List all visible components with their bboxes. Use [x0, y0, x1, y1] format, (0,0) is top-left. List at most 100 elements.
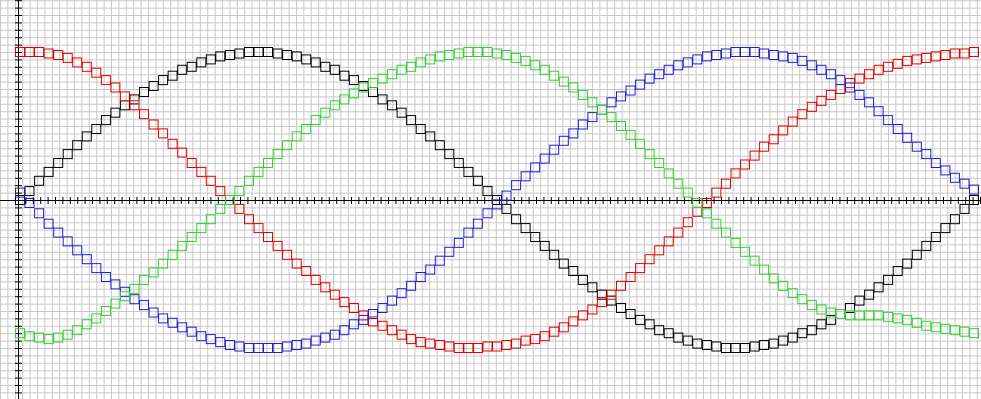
data-point	[100, 272, 111, 282]
data-point	[711, 218, 722, 229]
data-point	[644, 149, 655, 160]
data-point	[272, 240, 283, 251]
data-point	[577, 274, 588, 285]
data-point	[902, 132, 913, 143]
data-point	[806, 300, 817, 311]
data-point	[100, 115, 111, 126]
data-point	[940, 223, 951, 234]
data-point	[568, 316, 579, 327]
data-point	[530, 162, 541, 173]
data-point	[701, 198, 712, 208]
data-point	[558, 135, 569, 146]
data-point	[701, 208, 712, 219]
data-point	[930, 158, 941, 168]
data-point	[825, 69, 836, 80]
data-point	[854, 295, 865, 306]
data-point	[663, 168, 674, 179]
data-point	[453, 343, 464, 353]
data-point	[34, 208, 45, 219]
data-point	[644, 73, 655, 84]
data-point	[711, 341, 722, 352]
data-point	[167, 249, 178, 260]
data-point	[616, 91, 626, 102]
data-point	[940, 165, 951, 176]
data-point	[43, 166, 54, 177]
data-point	[930, 322, 941, 333]
data-point	[797, 109, 808, 120]
data-point	[845, 303, 855, 313]
data-point	[377, 94, 388, 105]
data-point	[787, 52, 798, 63]
data-point	[616, 303, 626, 313]
data-point	[167, 317, 178, 328]
data-point	[186, 232, 197, 242]
data-point	[339, 94, 350, 105]
data-point	[549, 70, 560, 81]
data-point	[100, 306, 111, 316]
data-point	[864, 97, 875, 108]
data-point	[930, 51, 941, 62]
data-point	[377, 303, 388, 313]
data-point	[549, 249, 560, 260]
data-point	[568, 128, 579, 139]
data-point	[806, 101, 817, 112]
data-point	[721, 227, 731, 238]
data-point	[224, 195, 235, 205]
data-point	[62, 236, 73, 247]
data-point	[644, 319, 655, 330]
data-point	[234, 186, 245, 197]
data-point	[387, 295, 398, 306]
data-point	[654, 245, 665, 256]
data-point	[129, 94, 140, 105]
data-point	[759, 48, 770, 59]
data-point	[72, 325, 83, 336]
data-point	[949, 214, 960, 225]
data-point	[158, 258, 169, 269]
data-point	[530, 232, 541, 242]
data-point	[949, 325, 960, 336]
data-point	[539, 153, 550, 164]
data-point	[215, 51, 226, 62]
data-point	[425, 264, 436, 275]
data-point	[472, 343, 483, 353]
data-point	[492, 199, 502, 210]
data-point	[301, 266, 312, 276]
data-point	[692, 338, 703, 349]
data-point	[663, 64, 674, 75]
data-point	[348, 88, 359, 99]
data-point	[348, 303, 359, 313]
data-point	[740, 343, 750, 353]
data-point	[396, 107, 407, 118]
data-point	[406, 115, 417, 126]
data-point	[215, 186, 226, 197]
data-point	[759, 340, 770, 350]
data-point	[310, 274, 321, 285]
data-point	[139, 109, 149, 120]
data-point	[873, 282, 884, 293]
data-point	[415, 124, 426, 134]
data-point	[377, 73, 388, 84]
data-point	[520, 335, 531, 346]
data-point	[969, 47, 979, 57]
data-point	[816, 95, 827, 106]
data-point	[921, 149, 932, 160]
data-point	[196, 166, 207, 177]
data-point	[596, 104, 607, 115]
data-point	[625, 129, 636, 140]
data-point	[320, 282, 331, 293]
data-point	[558, 258, 569, 269]
data-point	[387, 100, 398, 111]
data-point	[129, 100, 140, 111]
data-point	[587, 304, 598, 315]
data-point	[558, 76, 569, 87]
data-point	[148, 267, 159, 278]
data-point	[282, 249, 293, 260]
data-point	[139, 300, 149, 311]
data-point	[568, 266, 579, 276]
data-point	[969, 184, 979, 195]
data-point	[215, 203, 226, 214]
series-0	[15, 47, 979, 353]
data-point	[444, 149, 455, 160]
data-point	[892, 124, 903, 134]
